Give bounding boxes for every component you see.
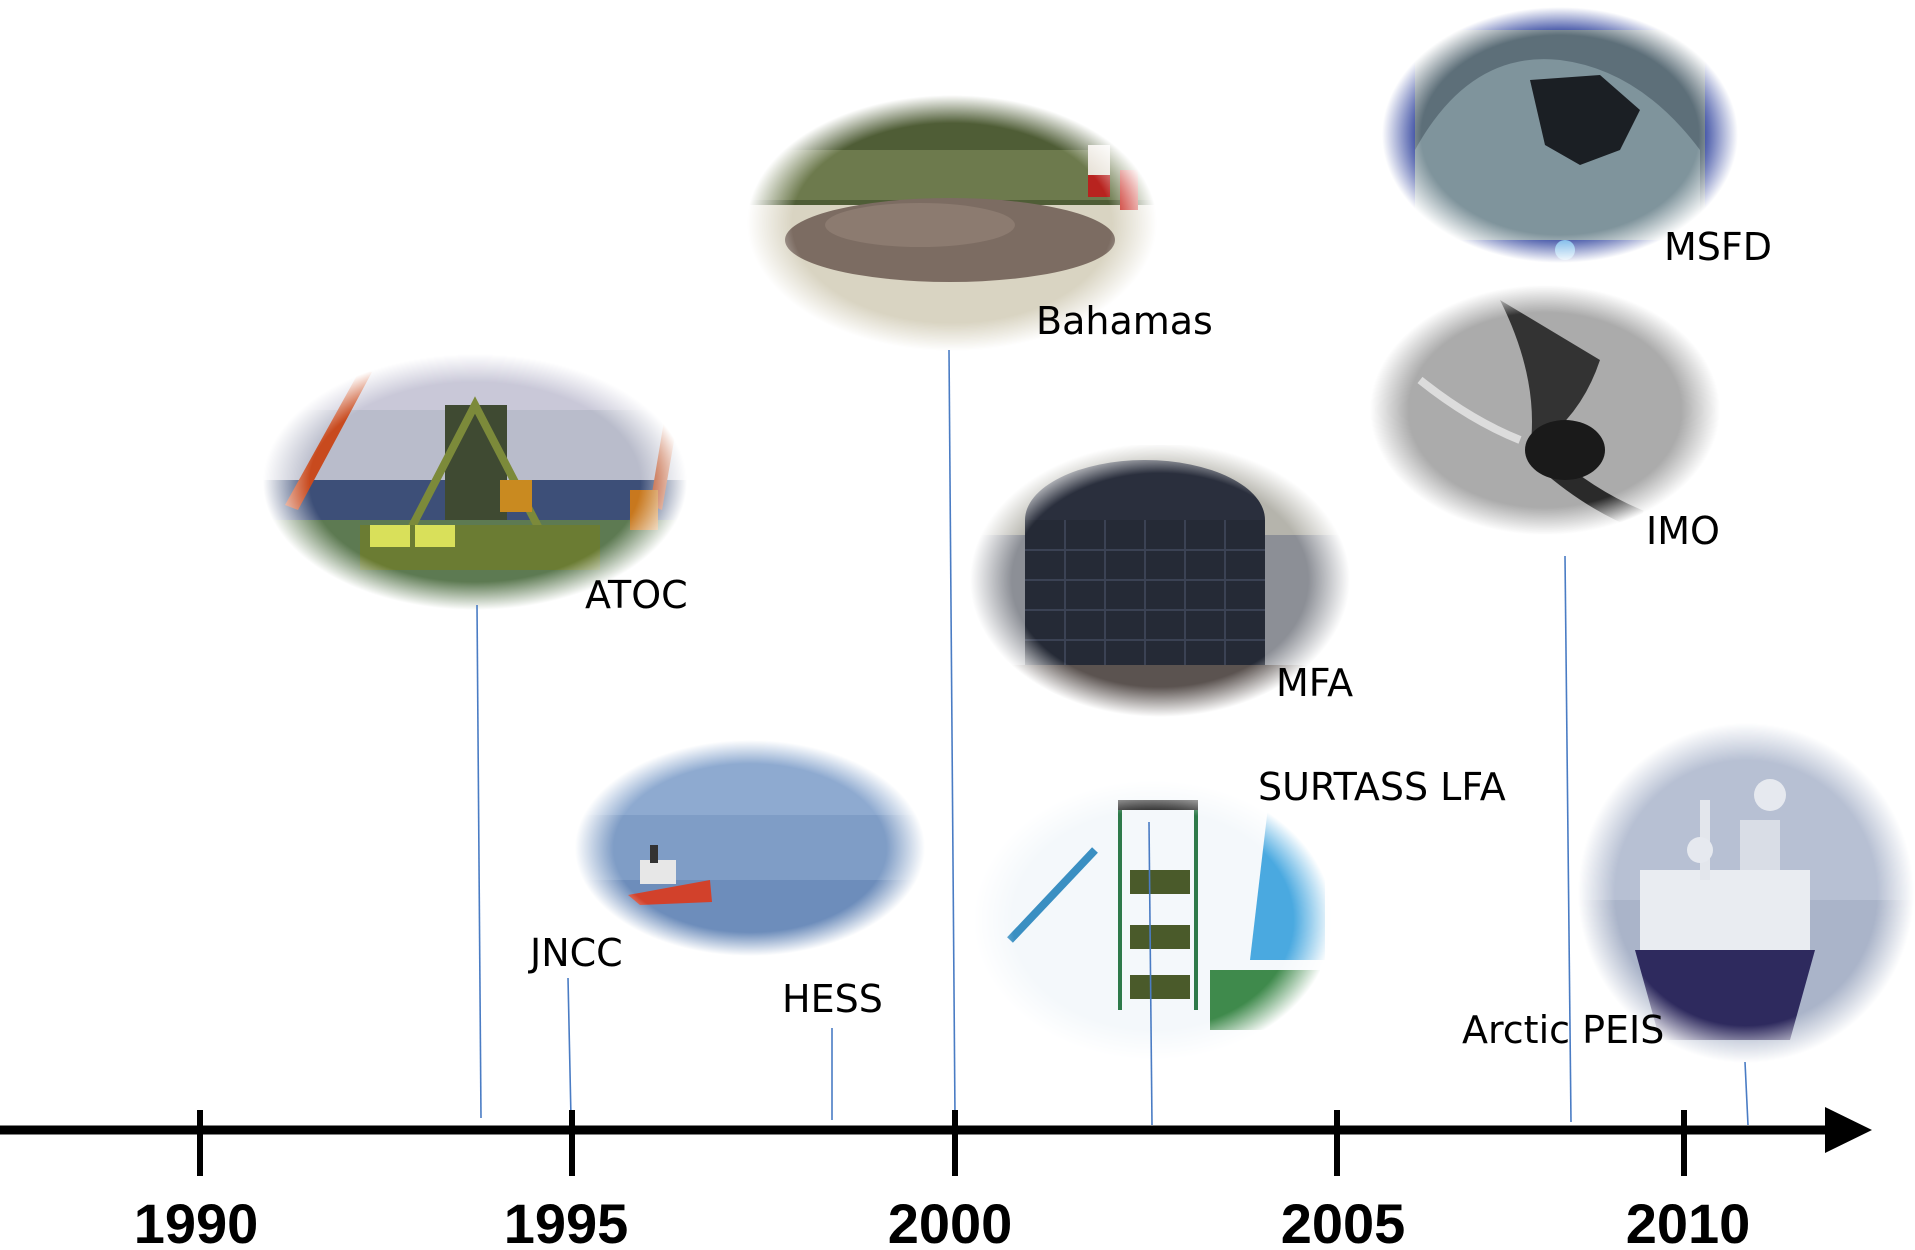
atoc-photo	[260, 350, 690, 615]
mfa-photo	[970, 445, 1350, 720]
timeline-arrowhead	[1825, 1107, 1872, 1153]
vessel2010-photo	[1575, 720, 1915, 1065]
event-label-jncc: JNCC	[528, 931, 623, 975]
event-label-bahamas: Bahamas	[1036, 299, 1213, 343]
atoc-leader-line	[476, 604, 482, 1119]
msfd-photo	[1380, 5, 1740, 270]
event-label-atoc: ATOC	[585, 573, 688, 617]
year-label-1995: 1995	[504, 1192, 629, 1250]
event-label-msfd: MSFD	[1664, 225, 1772, 269]
hess-photo	[570, 735, 930, 960]
surtass-leader-line	[1148, 821, 1153, 1126]
bahamas-photo	[745, 95, 1160, 355]
event-label-surtass: SURTASS LFA	[1258, 765, 1506, 809]
event-label-imo: IMO	[1646, 509, 1720, 553]
year-label-2000: 2000	[888, 1192, 1013, 1250]
axis-ticks	[197, 1110, 1687, 1176]
bahamas-leader-line	[948, 349, 956, 1119]
imo-photo	[1370, 285, 1725, 540]
event-label-mfa: MFA	[1276, 661, 1353, 705]
surtass-photo	[975, 780, 1335, 1065]
imo-leader-line	[1564, 555, 1572, 1123]
event-label-arctic-peis: Arctic PEIS	[1462, 1008, 1664, 1052]
year-label-2005: 2005	[1281, 1192, 1406, 1250]
jncc-leader-line	[567, 977, 572, 1119]
year-label-1990: 1990	[134, 1192, 259, 1250]
vessel2010-leader-line	[1744, 1061, 1749, 1126]
event-label-hess: HESS	[782, 977, 883, 1021]
year-label-2010: 2010	[1626, 1192, 1751, 1250]
